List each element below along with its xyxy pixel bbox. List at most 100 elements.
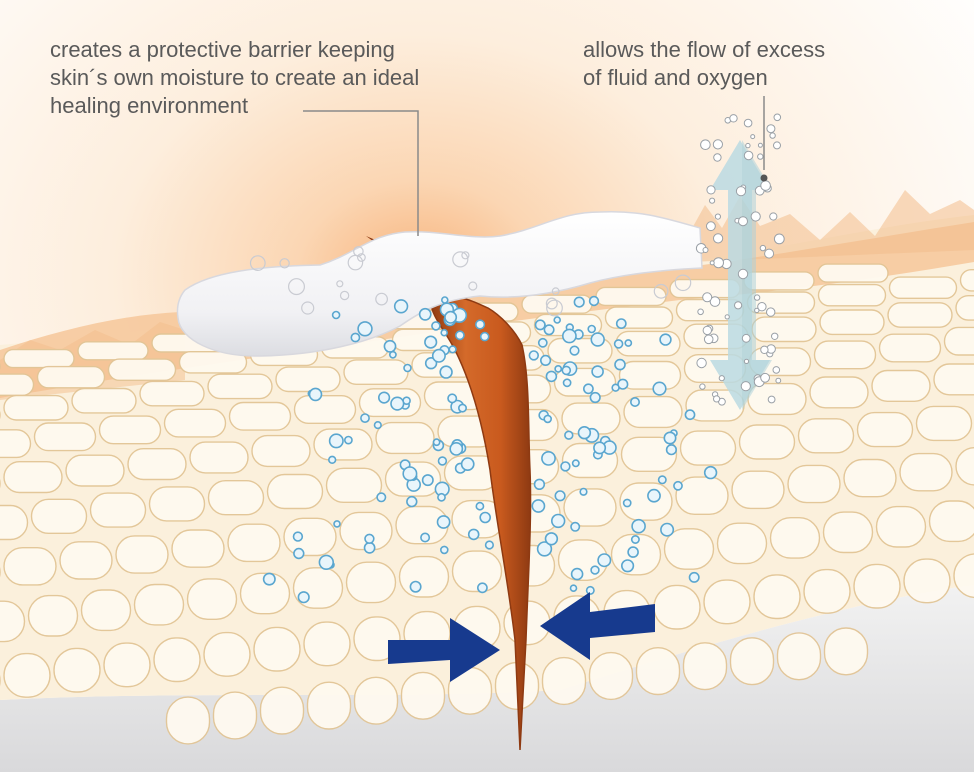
oxygen-bubble: [703, 326, 711, 334]
skin-cell: [360, 389, 421, 417]
moisture-droplet: [546, 533, 558, 545]
oxygen-bubble: [704, 335, 713, 344]
skin-cell: [284, 518, 336, 555]
oxygen-bubble: [697, 358, 706, 367]
skin-cell: [888, 303, 952, 327]
moisture-droplet: [546, 371, 556, 381]
skin-cell: [606, 307, 673, 328]
oxygen-bubble: [710, 261, 714, 265]
moisture-droplet: [421, 533, 429, 541]
skin-cell: [810, 377, 868, 408]
moisture-droplet: [622, 560, 634, 572]
moisture-droplet: [294, 549, 304, 559]
oxygen-bubble: [761, 181, 771, 191]
skin-cell: [0, 506, 28, 540]
moisture-droplet: [580, 489, 587, 496]
moisture-droplet: [384, 341, 395, 352]
skin-cell: [268, 475, 323, 509]
moisture-droplet: [555, 491, 565, 501]
moisture-droplet: [532, 500, 544, 512]
moisture-droplet: [632, 536, 639, 543]
moisture-droplet: [571, 585, 577, 591]
skin-cell: [900, 454, 952, 491]
skin-cell: [945, 327, 974, 355]
moisture-droplet: [403, 467, 416, 480]
moisture-droplet: [542, 452, 555, 465]
skin-cell: [877, 507, 926, 547]
leader-dot-flow: [761, 175, 768, 182]
moisture-droplet: [407, 497, 417, 507]
skin-cell: [596, 287, 666, 305]
skin-cell: [731, 638, 774, 685]
moisture-droplet: [571, 523, 579, 531]
oxygen-bubble: [713, 140, 722, 149]
skin-cell: [681, 431, 736, 465]
oxygen-bubble: [773, 367, 780, 374]
moisture-droplet: [617, 319, 626, 328]
skin-cell: [890, 277, 957, 298]
oxygen-bubble: [736, 187, 745, 196]
moisture-droplet: [661, 524, 673, 536]
skin-cell: [29, 596, 78, 636]
skin-cell: [754, 575, 800, 619]
moisture-droplet: [264, 573, 275, 584]
skin-cell: [109, 359, 176, 380]
moisture-droplet: [667, 445, 677, 455]
skin-cell: [35, 423, 96, 451]
skin-cell: [314, 429, 372, 460]
skin-cell: [140, 381, 204, 405]
oxygen-bubble: [714, 154, 721, 161]
moisture-droplet: [660, 334, 671, 345]
skin-cell: [402, 672, 445, 719]
skin-cell: [748, 384, 806, 415]
moisture-droplet: [705, 467, 717, 479]
skin-cell: [453, 551, 502, 591]
skin-cell: [815, 341, 876, 369]
moisture-droplet: [632, 520, 645, 533]
skin-cell: [620, 362, 681, 390]
skin-cell: [54, 648, 100, 692]
skin-cell: [732, 471, 784, 508]
moisture-droplet: [536, 320, 545, 329]
skin-cell: [825, 628, 868, 675]
moisture-droplet: [590, 393, 600, 403]
oxygen-bubble: [758, 303, 766, 311]
moisture-droplet: [481, 333, 489, 341]
moisture-droplet: [541, 356, 551, 366]
callout-barrier-line-2: skin´s own moisture to create an ideal: [50, 64, 419, 92]
skin-cell: [819, 285, 886, 306]
skin-cell: [818, 264, 888, 282]
skin-cell: [167, 697, 210, 744]
skin-cell: [104, 643, 150, 687]
moisture-droplet: [442, 297, 448, 303]
skin-cell: [376, 423, 434, 454]
skin-cell: [295, 396, 356, 424]
skin-cell: [347, 562, 396, 602]
moisture-droplet: [459, 404, 466, 411]
skin-cell: [0, 374, 34, 395]
oxygen-bubble: [738, 269, 747, 278]
oxygen-bubble: [714, 258, 724, 268]
moisture-droplet: [425, 336, 437, 348]
moisture-droplet: [365, 534, 374, 543]
moisture-droplet: [535, 479, 545, 489]
skin-cell: [252, 436, 310, 467]
skin-cell: [718, 523, 767, 563]
moisture-droplet: [476, 320, 485, 329]
skin-cell: [327, 468, 382, 502]
oxygen-bubble: [707, 186, 715, 194]
oxygen-bubble: [714, 234, 723, 243]
skin-cell: [261, 687, 304, 734]
moisture-droplet: [420, 309, 431, 320]
skin-cell: [844, 460, 896, 497]
moisture-droplet: [333, 312, 340, 319]
skin-cell: [128, 449, 186, 480]
skin-cell: [276, 367, 340, 391]
moisture-droplet: [612, 384, 619, 391]
skin-cell: [799, 419, 854, 453]
oxygen-bubble: [725, 315, 729, 319]
callout-flow-line-1: allows the flow of excess: [583, 36, 825, 64]
oxygen-bubble: [739, 217, 748, 226]
moisture-droplet: [659, 476, 666, 483]
moisture-droplet: [690, 573, 699, 582]
